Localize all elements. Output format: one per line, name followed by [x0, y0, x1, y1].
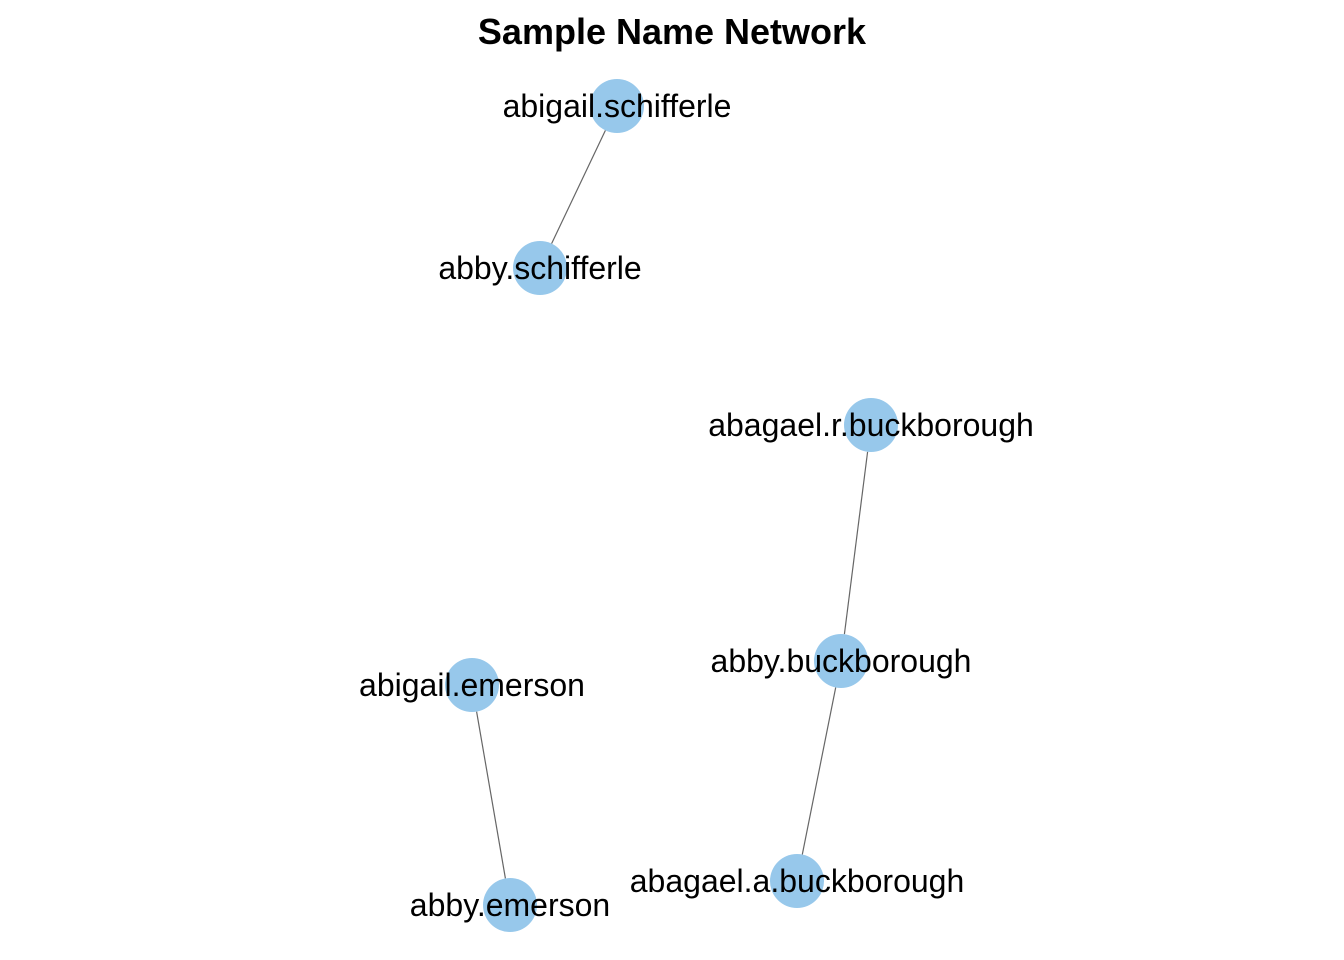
node-label-abagael.r.buckborough: abagael.r.buckborough	[708, 407, 1034, 443]
node-label-abby.buckborough: abby.buckborough	[711, 643, 972, 679]
node-label-abby.schifferle: abby.schifferle	[438, 250, 641, 286]
node-abby.buckborough	[814, 634, 868, 688]
labels-layer: abigail.schifferle abby.schifferle abagael…	[359, 88, 1034, 923]
diagram-title: Sample Name Network	[478, 11, 867, 52]
node-label-abagael.a.buckborough: abagael.a.buckborough	[630, 863, 965, 899]
node-abagael.r.buckborough	[844, 398, 898, 452]
edge-abigail.emerson-abby.emerson	[476, 711, 506, 879]
edges-layer	[476, 130, 869, 879]
node-abigail.emerson	[445, 658, 499, 712]
node-label-abby.emerson: abby.emerson	[410, 887, 610, 923]
nodes-layer	[445, 79, 898, 932]
node-label-abigail.emerson: abigail.emerson	[359, 667, 585, 703]
node-abagael.a.buckborough	[770, 854, 824, 908]
edge-abby.buckborough-abagael.a.buckborough	[801, 687, 837, 855]
edge-abigail.schifferle-abby.schifferle	[551, 130, 606, 244]
edge-abagael.r.buckborough-abby.buckborough	[843, 451, 869, 635]
node-label-abigail.schifferle: abigail.schifferle	[503, 88, 732, 124]
node-abby.emerson	[483, 878, 537, 932]
node-abby.schifferle	[513, 241, 567, 295]
node-abigail.schifferle	[590, 79, 644, 133]
